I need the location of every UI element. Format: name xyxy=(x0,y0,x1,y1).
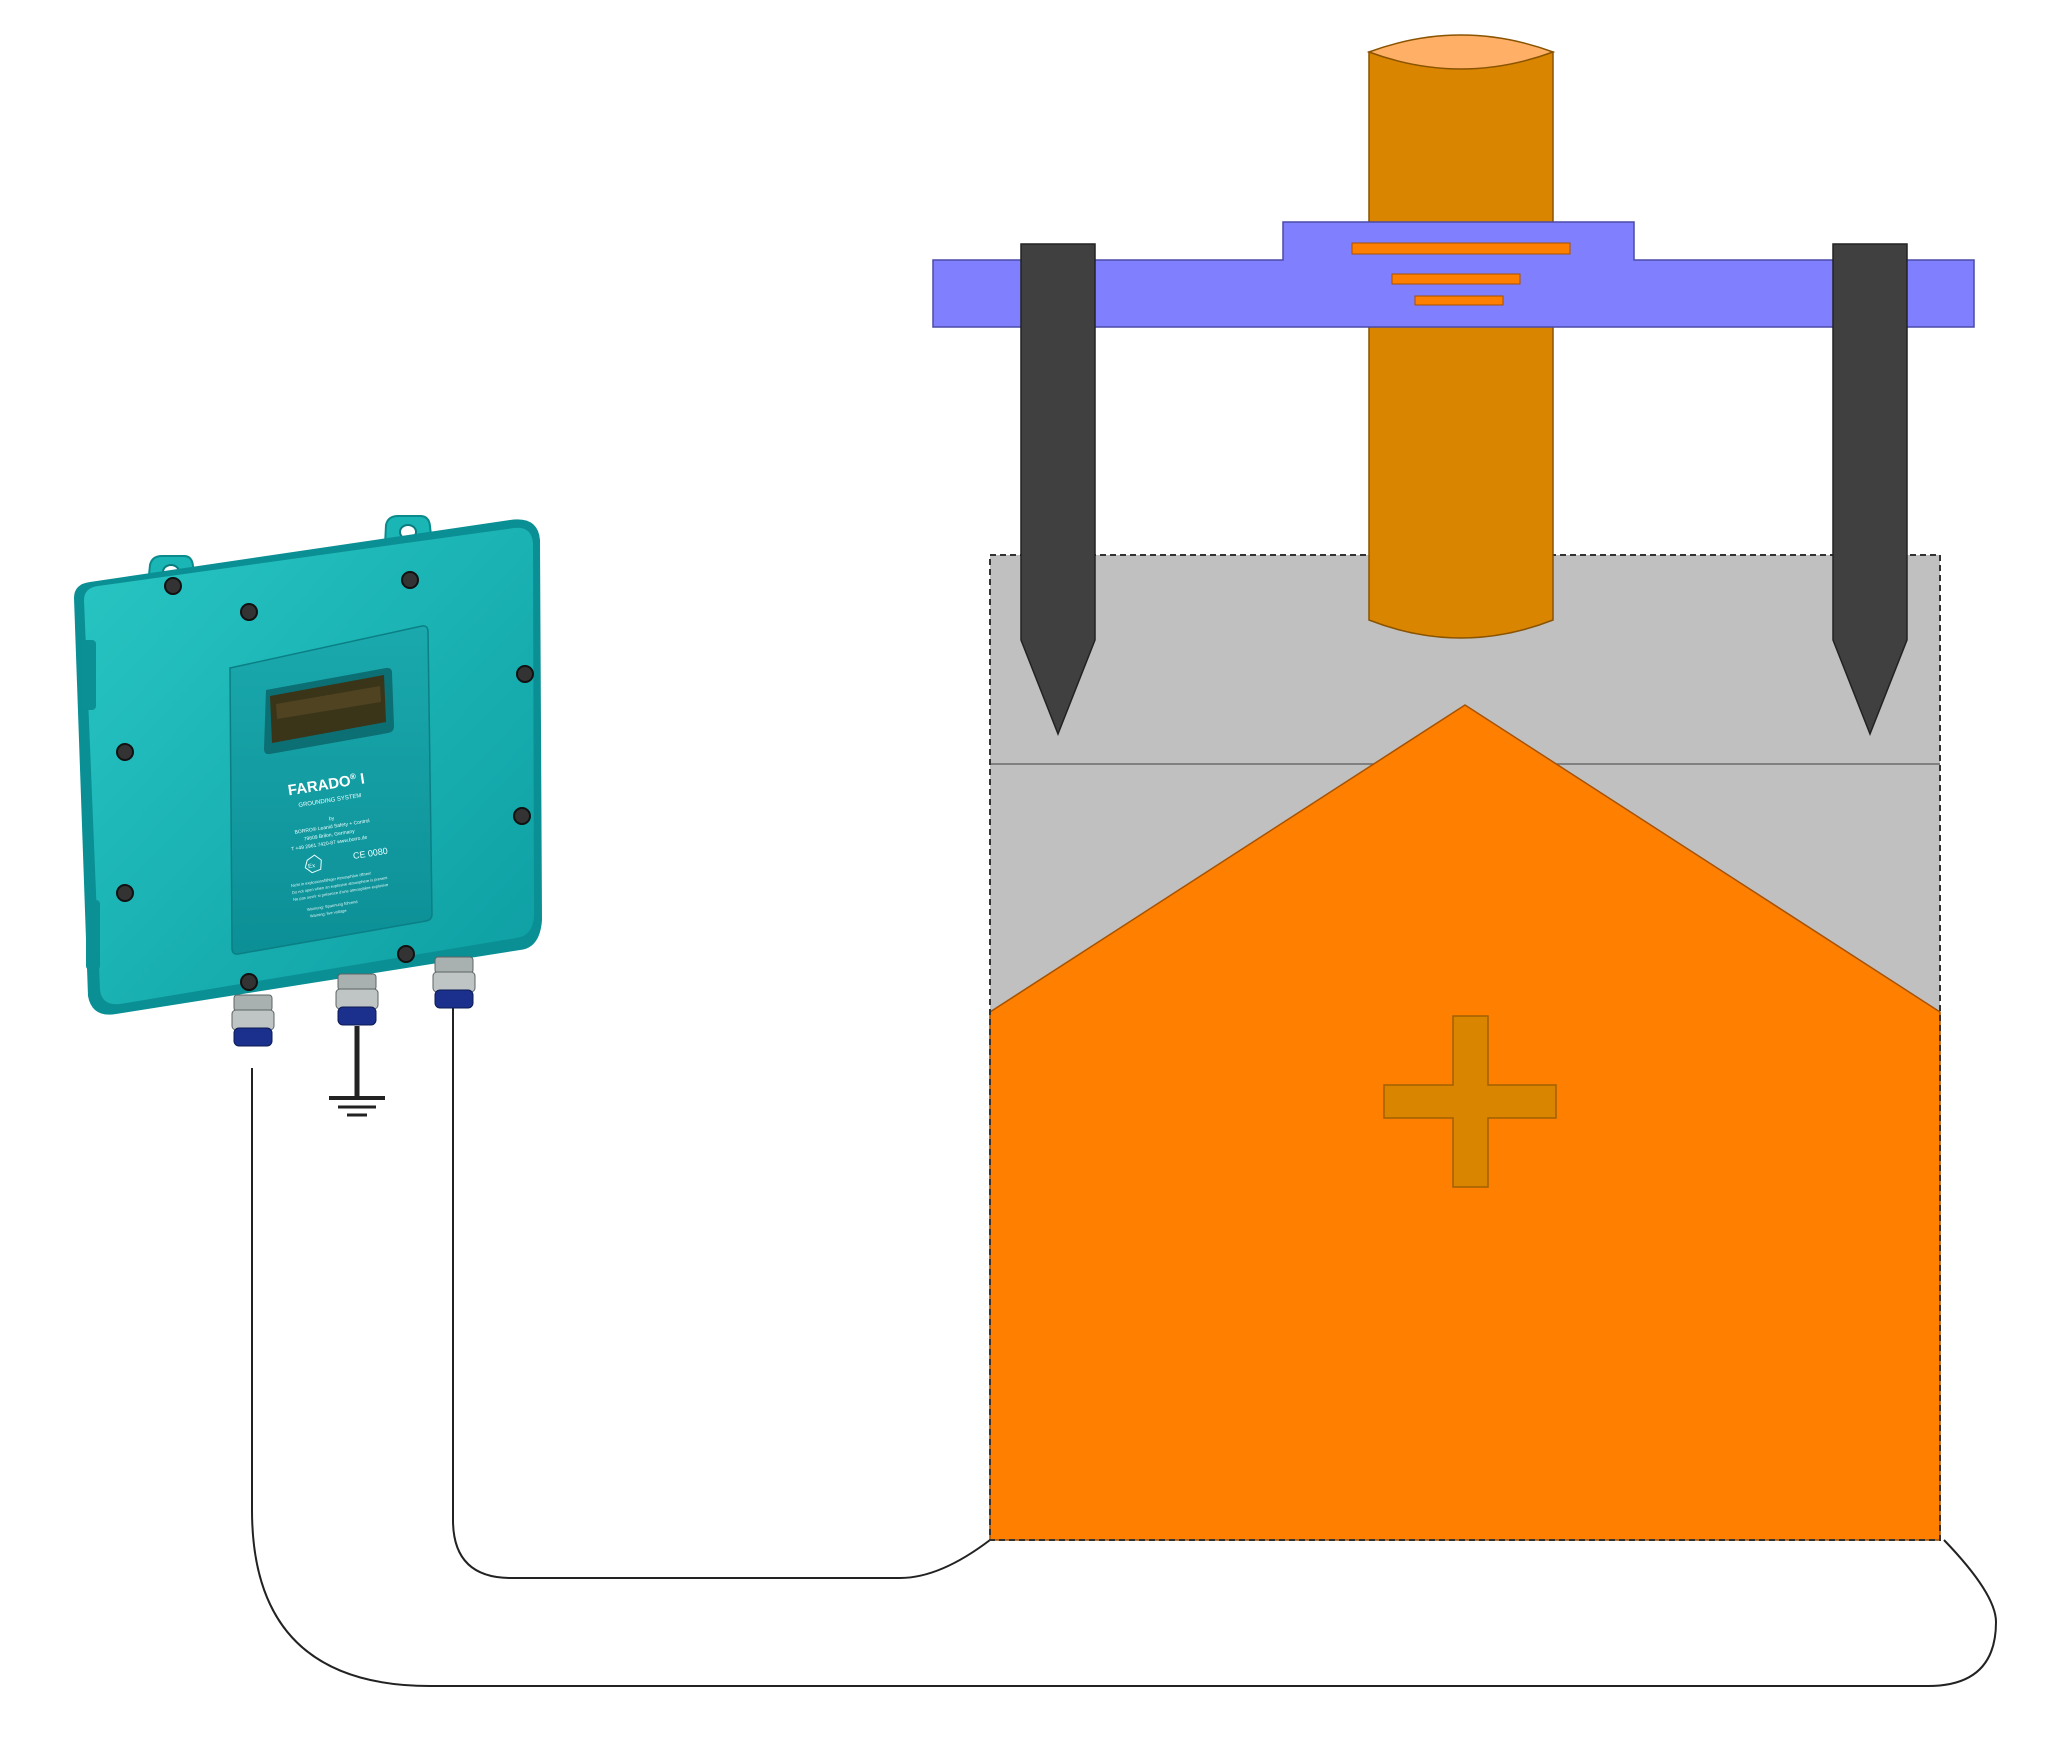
bulk-bag xyxy=(989,554,1941,1541)
cable-to-bag xyxy=(452,1008,991,1579)
clamp-assembly xyxy=(932,221,1975,328)
plus-icon xyxy=(1383,1015,1557,1188)
device-brand-mark: ® xyxy=(349,772,356,782)
device-note-5: Warning: live voltage xyxy=(310,908,348,919)
spout-top xyxy=(1366,34,1556,70)
cable-to-clamp xyxy=(251,1068,1998,1687)
spout-body xyxy=(1368,51,1554,639)
clamp-mark-3 xyxy=(1414,295,1504,306)
device-by: by xyxy=(329,816,336,823)
hinge-bottom xyxy=(86,900,100,970)
display-window xyxy=(264,667,394,755)
cable-gland-left xyxy=(231,994,275,1047)
cable-gland-right xyxy=(432,956,476,1009)
cable-gland-middle xyxy=(335,973,379,1026)
ex-hazard-icon: Ex xyxy=(304,854,322,874)
clamp-mark-2 xyxy=(1391,273,1521,285)
device-ex-mark: Ex xyxy=(308,863,316,870)
farado-device: FARADO®I GROUNDING SYSTEM by BORRO® Lean… xyxy=(74,515,542,1047)
probe-right xyxy=(1832,243,1908,737)
clamp-mark-1 xyxy=(1351,242,1571,255)
probe-left xyxy=(1020,243,1096,737)
hinge-top xyxy=(82,640,96,710)
device-model: I xyxy=(359,770,366,787)
filling-spout xyxy=(1366,34,1556,639)
ground-symbol-icon xyxy=(329,1026,385,1117)
housing-screws xyxy=(116,571,534,991)
